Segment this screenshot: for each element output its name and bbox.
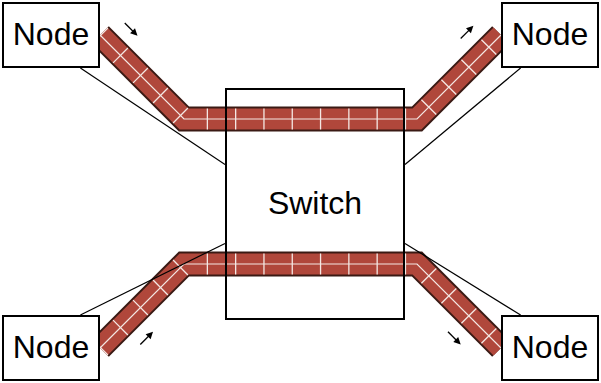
brick-joints [100,264,501,348]
node-box: Node [2,2,100,68]
arrow-head [130,28,137,35]
link-line [405,243,521,315]
tunnel-connector [100,264,501,348]
arrow-head [146,332,153,340]
switch-box: Switch [225,88,405,320]
node-box: Node [2,315,100,381]
link-line [80,243,225,315]
link-line [405,68,521,165]
link-line [80,243,225,315]
node-label: Node [13,330,90,365]
tunnel-outline [100,35,501,119]
link-line [405,68,521,165]
link-line [80,68,225,165]
node-label: Node [512,17,589,52]
node-box: Node [501,315,599,381]
arrow-head [466,26,473,33]
tunnel-fill [100,264,501,348]
tunnel-fill [100,35,501,119]
brick-joints [100,264,501,348]
node-label: Node [13,17,90,52]
tunnel-connector [100,23,501,119]
link-line [405,243,521,315]
link-line [80,68,225,165]
node-box: Node [501,2,599,68]
brick-joints [100,35,501,119]
node-label: Switch [265,186,365,221]
node-label: Node [512,330,589,365]
brick-joints [100,35,501,119]
arrow-head [453,337,460,345]
tunnel-outline [100,264,501,348]
